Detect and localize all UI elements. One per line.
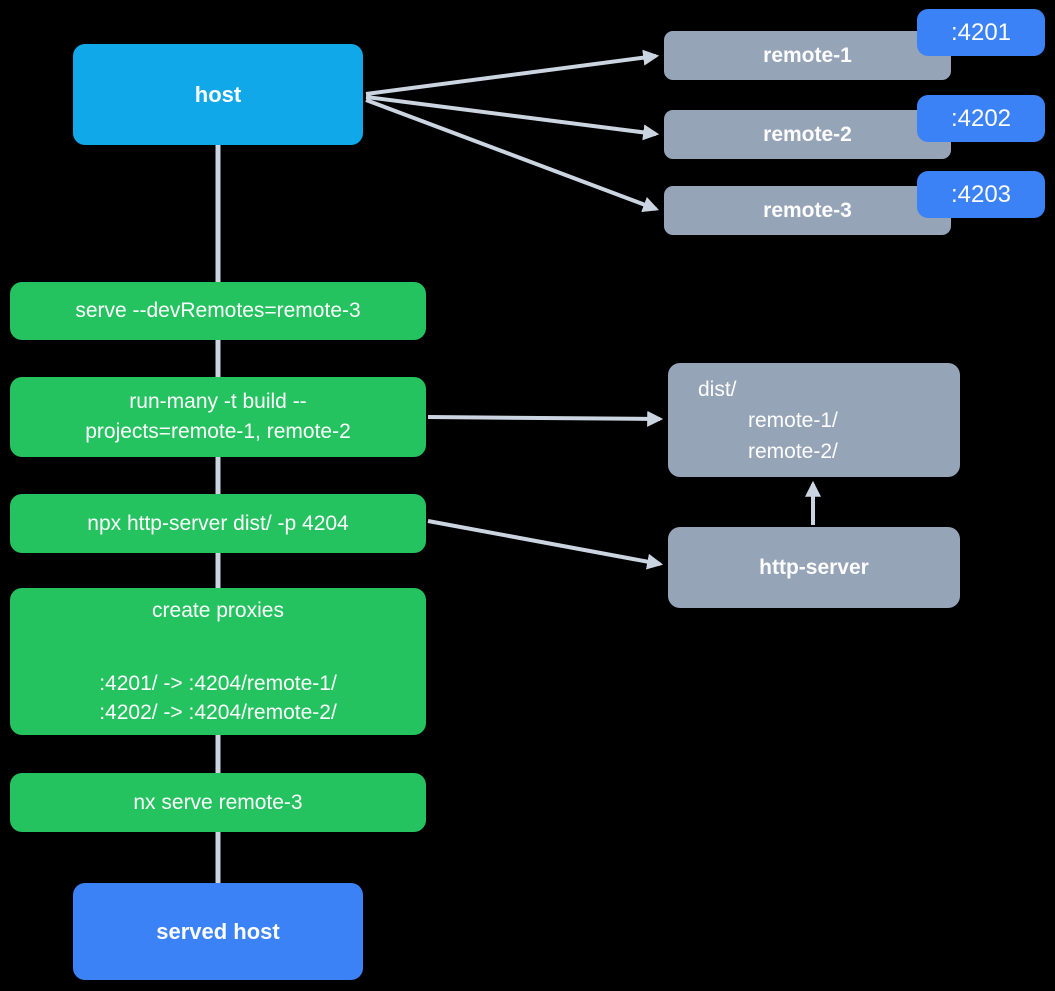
edge-runmany-to-dist — [427, 410, 664, 427]
node-dist-folder: dist/ remote-1/ remote-2/ — [668, 363, 960, 477]
node-remote-3-label: remote-3 — [763, 198, 852, 222]
step-serve-devremotes: serve --devRemotes=remote-3 — [10, 282, 426, 340]
step-npx-http-server-text: npx http-server dist/ -p 4204 — [87, 511, 349, 535]
port-badge-4202-label: :4202 — [950, 104, 1012, 132]
node-remote-2: remote-2 — [664, 110, 951, 159]
dist-folder-remote-1: remote-1/ — [748, 408, 838, 432]
step-nx-serve-remote-3: nx serve remote-3 — [10, 773, 426, 832]
step-create-proxies-title: create proxies — [152, 599, 284, 622]
step-create-proxies: create proxies :4201/ -> :4204/remote-1/… — [10, 588, 426, 735]
node-remote-3: remote-3 — [664, 186, 951, 235]
node-host-label: host — [194, 81, 242, 107]
step-run-many-build: run-many -t build -- projects=remote-1, … — [10, 377, 426, 457]
node-http-server: http-server — [668, 527, 960, 608]
edge-host-to-remote-3 — [365, 98, 659, 212]
port-badge-4203-label: :4203 — [950, 180, 1012, 208]
port-badge-4201-label: :4201 — [950, 18, 1012, 46]
port-badge-4203: :4203 — [917, 171, 1045, 218]
node-remote-1-label: remote-1 — [763, 43, 852, 67]
node-remote-2-label: remote-2 — [763, 122, 852, 146]
edge-httpservercmd-to-httpserver — [427, 519, 664, 570]
node-host: host — [73, 44, 363, 145]
node-remote-1: remote-1 — [664, 31, 951, 80]
edge-host-to-remote-2 — [365, 95, 660, 141]
dist-folder-remote-2: remote-2/ — [748, 439, 838, 463]
step-run-many-build-line-1: run-many -t build -- — [129, 390, 307, 413]
node-served-host-label: served host — [156, 918, 280, 944]
step-create-proxies-rule-1: :4201/ -> :4204/remote-1/ — [99, 672, 337, 695]
step-npx-http-server: npx http-server dist/ -p 4204 — [10, 494, 426, 553]
node-served-host: served host — [73, 883, 363, 980]
step-nx-serve-remote-3-text: nx serve remote-3 — [133, 790, 303, 814]
step-create-proxies-spacer — [10, 625, 426, 669]
edge-host-to-remote-1 — [365, 49, 660, 96]
step-create-proxies-rule-2: :4202/ -> :4204/remote-2/ — [99, 701, 337, 724]
node-http-server-label: http-server — [759, 555, 869, 579]
port-badge-4201: :4201 — [917, 9, 1045, 56]
step-serve-devremotes-text: serve --devRemotes=remote-3 — [75, 299, 361, 322]
dist-folder-root: dist/ — [698, 377, 737, 401]
port-badge-4202: :4202 — [917, 95, 1045, 142]
step-run-many-build-line-2: projects=remote-1, remote-2 — [85, 420, 351, 443]
